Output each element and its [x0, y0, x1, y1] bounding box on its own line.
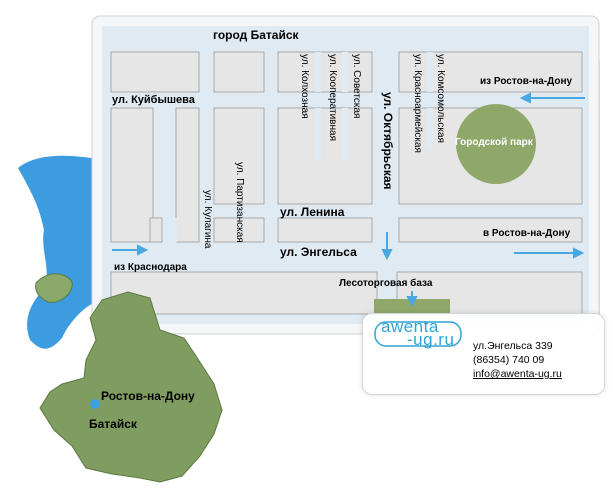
phone-text: (86354) 740 09 — [473, 354, 545, 366]
sea-area — [18, 155, 104, 349]
rostov-dot — [90, 399, 100, 409]
street-kuybysheva: ул. Куйбышева — [112, 94, 195, 106]
logo-line-1: awenta — [381, 317, 439, 336]
city-park — [456, 104, 536, 184]
street-sovetskaya: ул. Советская — [351, 54, 362, 119]
street-lenina: ул. Ленина — [280, 205, 345, 219]
street-komsomolskaya: ул. Комсомольская — [435, 54, 446, 143]
road-arrows — [112, 92, 585, 308]
park-label: Городской парк — [455, 137, 533, 148]
logo-line-2: -ug.ru — [407, 330, 455, 349]
street-oktyabrskaya: ул. Октябрьская — [381, 92, 395, 190]
email-link[interactable]: info@awenta-ug.ru — [473, 368, 562, 380]
street-engelsa: ул. Энгельса — [280, 245, 357, 259]
sea-lagoon — [35, 273, 73, 303]
city-title: город Батайск — [213, 28, 299, 42]
contact-card: awenta -ug.ru ул.Энгельса 339 (86354) 74… — [362, 313, 605, 395]
street-krasnoarmeyskaya: ул. Красноармейская — [412, 54, 423, 153]
street-kooperativnaya: ул. Кооперативная — [327, 54, 338, 141]
region-label-rostov: Ростов-на-Дону — [101, 389, 195, 403]
direction-from-krasnodar: из Краснодара — [114, 262, 187, 273]
lumber-base-label: Лесоторговая база — [339, 278, 433, 289]
rostov-region — [39, 291, 223, 483]
direction-from-rostov: из Ростов-на-Дону — [480, 76, 573, 87]
company-logo-text: awenta -ug.ru — [381, 317, 455, 349]
company-logo-icon — [374, 321, 462, 347]
street-kulagina: ул. Кулагина — [202, 190, 213, 249]
region-label-bataysk: Батайск — [89, 417, 137, 431]
address-text: ул.Энгельса 339 — [473, 340, 553, 352]
direction-to-rostov: в Ростов-на-Дону — [483, 228, 571, 239]
street-partizanskaya: ул. Партизанская — [234, 162, 245, 243]
street-kolkhoznaya: ул. Колхозная — [299, 54, 310, 119]
